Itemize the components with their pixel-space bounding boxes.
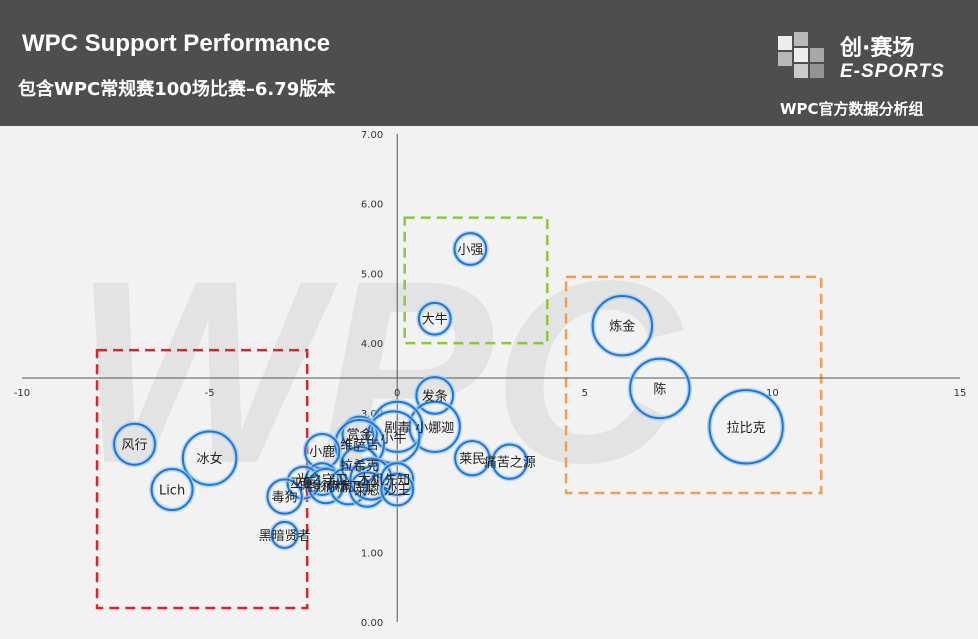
bubble (307, 467, 345, 505)
bubble (415, 376, 455, 415)
y-tick-label: 1.00 (361, 548, 383, 559)
bubble-label: 维萨吉 (340, 438, 379, 453)
bubble-label: 痛苦之源 (484, 455, 536, 471)
bubble-label: 剧毒 (384, 421, 410, 436)
bubble (453, 232, 488, 266)
bubble-label: 沙王 (384, 484, 410, 499)
bubble-label: 毒狗 (272, 491, 298, 506)
x-tick-label: 0 (394, 388, 400, 399)
brand-logo-icon (778, 32, 824, 78)
brand-name-cn: 创·赛场 (840, 36, 915, 61)
brand-org-label: WPC官方数据分析组 (780, 100, 924, 118)
chart-title: WPC Support Performance (22, 30, 331, 57)
bubble-label: 巫医 (290, 477, 316, 492)
brand-name-en: E-SPORTS (840, 61, 945, 82)
bubble (150, 468, 194, 512)
bubble-label: 拉希克 (340, 459, 379, 474)
bubble-label: 莱民 (459, 452, 485, 467)
bubble (266, 478, 303, 515)
bubble (341, 415, 378, 452)
bubble-label: 先知 (384, 472, 410, 488)
bubble-label: 冰女 (197, 451, 223, 467)
bubble-label: 拉比克 (727, 421, 766, 436)
bubble (113, 422, 157, 466)
bubble (340, 445, 380, 485)
bubble (708, 389, 784, 465)
chart-subtitle: 包含WPC常规赛100场比赛–6.79版本 (18, 79, 336, 100)
bubbles (111, 230, 786, 551)
bubble-label: 莱恩 (354, 484, 380, 499)
x-tick-label: -5 (205, 388, 215, 399)
bubble (329, 466, 368, 506)
bubble (417, 301, 452, 336)
bubble-label: 黑暗贤者 (259, 529, 311, 544)
bubble (591, 295, 654, 357)
bubble (181, 430, 238, 486)
bubble-label: 小牛 (380, 431, 406, 446)
y-tick-label: 0.00 (361, 618, 383, 629)
bubble-label: 陈 (653, 381, 666, 397)
bubble (629, 357, 691, 420)
bubble-label: 暗影萨满 (300, 480, 352, 495)
y-tick-label: 6.00 (361, 200, 383, 211)
bubble (491, 443, 528, 480)
bubble (305, 462, 340, 496)
bubble-label: 小鹿 (309, 444, 335, 460)
x-tick-label: -10 (14, 388, 30, 399)
y-tick-label: 2.00 (361, 479, 383, 490)
bubble-label: 赏金 (347, 427, 373, 443)
bubble-label: 树精卫士 (322, 480, 374, 495)
x-tick-label: 15 (954, 388, 967, 399)
bubble (380, 462, 415, 496)
bubble-label: 光之守卫 (296, 473, 348, 488)
bubble-label: Lich (159, 484, 185, 499)
x-tick-label: 5 (582, 388, 588, 399)
y-tick-label: 4.00 (361, 339, 383, 350)
axes: -10 -5 0 5 10 15 7.00 6.00 5.00 4.00 3.00 2.00 1.00 0… (14, 130, 967, 629)
bubble (454, 440, 491, 477)
bubble-label: 发条 (422, 388, 448, 404)
highlight-box-1 (403, 216, 549, 345)
bubble (349, 457, 393, 501)
bubble-label: 炼金 (609, 319, 635, 335)
y-tick-label: 3.00 (361, 409, 383, 420)
bubble-label: 小强 (457, 243, 483, 258)
highlight-box-2 (564, 275, 823, 495)
bubble-label: 木机 (358, 473, 384, 488)
y-tick-label: 7.00 (361, 130, 383, 141)
bubble (408, 400, 461, 453)
bubble-label: 风行 (122, 438, 148, 453)
bubble (380, 472, 415, 507)
y-tick-label: 5.00 (361, 269, 383, 280)
bubble (270, 520, 299, 549)
x-tick-label: 10 (766, 388, 779, 399)
bubble-label: 大牛 (422, 313, 448, 328)
bubble-label: 小娜迦 (415, 421, 454, 436)
header-bar: WPC Support Performance 包含WPC常规赛100场比赛–6… (0, 0, 978, 126)
